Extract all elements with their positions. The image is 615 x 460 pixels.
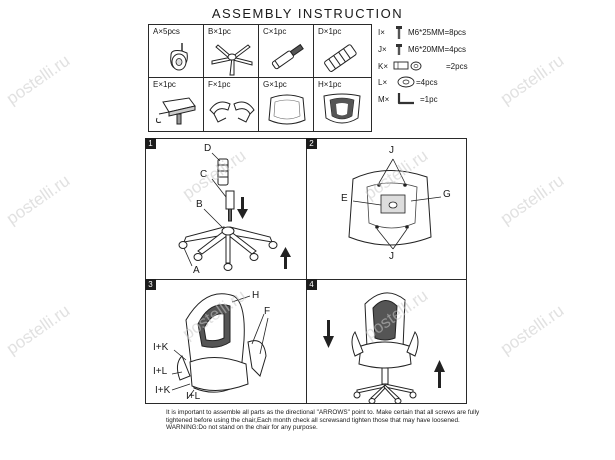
hardware-text: =2pcs	[446, 62, 468, 71]
hardware-text: M6*20MM=4pcs	[408, 45, 467, 54]
watermark: postelli.ru	[2, 170, 74, 229]
part-label: B×1pc	[208, 27, 231, 36]
armrests-icon	[209, 101, 255, 123]
callout-label: J	[389, 145, 394, 156]
gas-lift-icon	[271, 43, 304, 70]
hardware-letter: M×	[378, 95, 390, 104]
part-label: F×1pc	[208, 80, 231, 89]
part-cell-g: G×1pc	[258, 77, 314, 132]
flat-washer-icon	[397, 76, 415, 88]
short-bolt-icon	[396, 44, 402, 55]
callout-label: D	[204, 143, 212, 154]
callout-label: H	[252, 290, 260, 301]
hardware-letter: L×	[378, 78, 388, 87]
seat-cushion-icon	[268, 94, 306, 125]
note-line: WARNING:Do not stand on the chair for an…	[166, 424, 318, 432]
part-cell-h: H×1pc	[313, 77, 372, 132]
step-number: 1	[145, 138, 156, 149]
part-cell-d: D×1pc	[313, 24, 372, 78]
callout-label: I+L	[153, 366, 168, 377]
part-label: H×1pc	[318, 80, 342, 89]
hardware-item-l: L× =4pcs	[378, 76, 488, 92]
hardware-text: =4pcs	[416, 78, 438, 87]
step-2-panel: 2 J E G J	[306, 138, 467, 280]
step-3-panel: 3 H F I+K I+L I+K I+L	[145, 279, 307, 404]
watermark: postelli.ru	[496, 300, 568, 359]
step-number: 4	[306, 279, 317, 290]
hardware-item-j: J× M6*20MM=4pcs	[378, 44, 488, 59]
part-label: G×1pc	[263, 80, 287, 89]
watermark: postelli.ru	[2, 300, 74, 359]
hardware-letter: K×	[378, 62, 389, 71]
hardware-text: M6*25MM=8pcs	[408, 28, 467, 37]
assembly-notes: It is important to assemble all parts as…	[166, 409, 480, 432]
part-cell-f: F×1pc	[203, 77, 259, 132]
backrest-icon	[323, 93, 361, 124]
watermark: postelli.ru	[2, 50, 74, 109]
step-2-drawing	[348, 158, 442, 250]
step-1-drawing	[178, 152, 291, 271]
gas-lift-cover-icon	[324, 44, 357, 72]
callout-label: G	[443, 189, 451, 200]
step-number: 2	[306, 138, 317, 149]
hardware-letter: J×	[378, 45, 387, 54]
part-label: C×1pc	[263, 27, 287, 36]
step-3-drawing	[171, 293, 269, 399]
callout-label: F	[264, 306, 271, 317]
parts-table: A×5pcs B×1pc C×1pc	[148, 24, 372, 132]
assembly-steps: 1	[145, 138, 467, 404]
callout-label: C	[200, 169, 208, 180]
callout-label: I+K	[153, 342, 169, 353]
step-4-panel: 4	[306, 279, 467, 404]
step-number: 3	[145, 279, 156, 290]
spacer-washer-icon	[393, 61, 422, 71]
callout-label: I+K	[155, 385, 171, 396]
part-label: D×1pc	[318, 27, 342, 36]
part-cell-e: E×1pc	[148, 77, 204, 132]
part-label: E×1pc	[153, 80, 176, 89]
part-cell-a: A×5pcs	[148, 24, 204, 78]
step-1-panel: 1	[145, 138, 307, 280]
mechanism-icon	[156, 97, 196, 125]
callout-label: B	[196, 199, 203, 210]
note-line: tightened before using the chair,Each mo…	[166, 416, 460, 424]
hardware-item-m: M× =1pc	[378, 93, 488, 109]
allen-key-icon	[397, 93, 414, 105]
callout-label: J	[389, 251, 394, 262]
callout-label: A	[193, 265, 200, 276]
five-star-base-icon	[211, 44, 253, 76]
hardware-letter: I×	[378, 28, 385, 37]
part-cell-b: B×1pc	[203, 24, 259, 78]
callout-label: I+L	[186, 391, 201, 402]
hardware-item-k: K× =2pcs	[378, 61, 488, 76]
part-cell-c: C×1pc	[258, 24, 314, 78]
page-title: ASSEMBLY INSTRUCTION	[211, 6, 404, 21]
part-label: A×5pcs	[153, 27, 180, 36]
step-4-drawing	[323, 292, 445, 404]
hardware-list: I× M6*25MM=8pcs J× M6*20MM=4pcs K× =2pcs…	[378, 26, 488, 110]
callout-label: E	[341, 193, 348, 204]
caster-wheel-icon	[170, 43, 188, 71]
note-line: It is important to assemble all parts as…	[166, 409, 480, 416]
hardware-item-i: I× M6*25MM=8pcs	[378, 26, 488, 42]
watermark: postelli.ru	[496, 50, 568, 109]
long-bolt-icon	[396, 26, 402, 39]
watermark: postelli.ru	[496, 170, 568, 229]
hardware-text: =1pc	[420, 95, 438, 104]
